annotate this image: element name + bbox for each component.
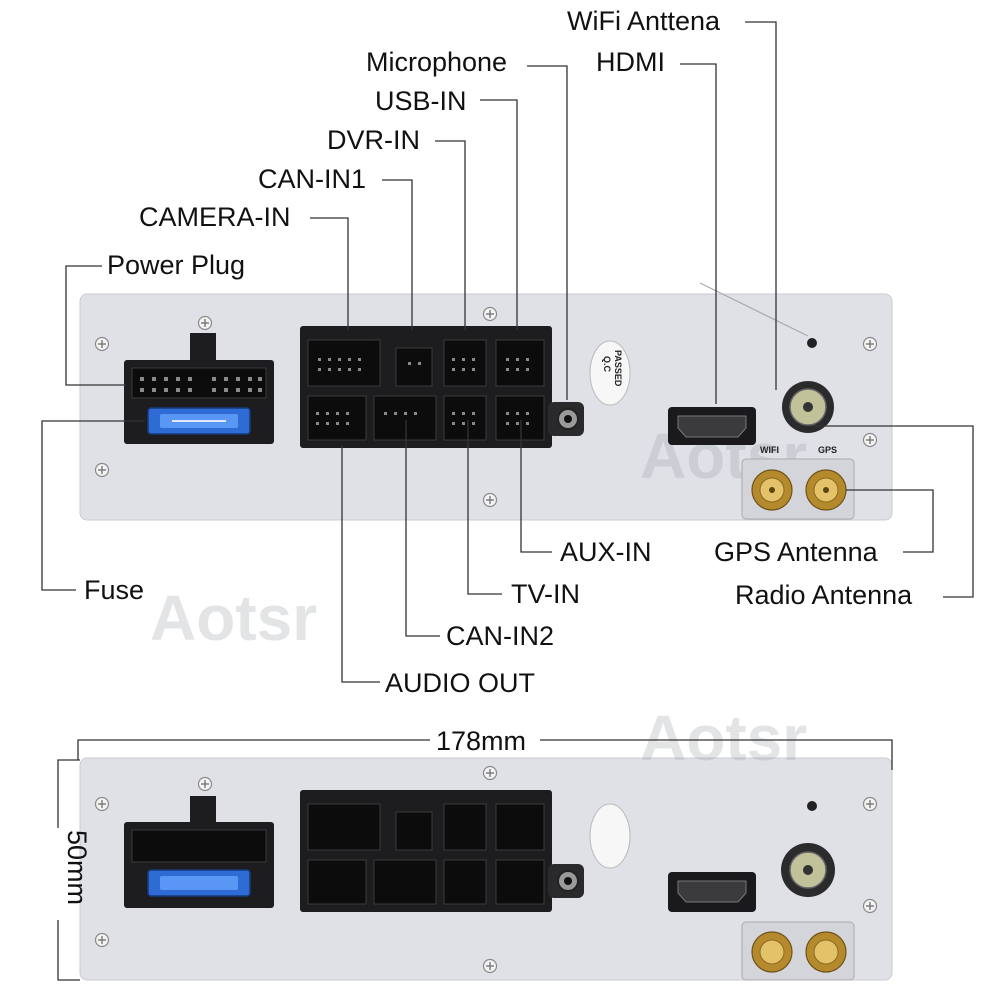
label-dvr-in: DVR-IN [327, 125, 420, 155]
label-can-in2: CAN-IN2 [446, 621, 554, 651]
label-radio-antenna: Radio Antenna [735, 580, 913, 610]
fuse [147, 407, 251, 435]
gps-gold-connector [805, 931, 847, 973]
label-usb-in: USB-IN [375, 86, 467, 116]
width-dimension-line [77, 739, 430, 760]
height-dimension-line [57, 920, 80, 981]
wifi-gold-connector [751, 469, 793, 511]
svg-text:PASSED: PASSED [613, 350, 623, 387]
screw-icon [94, 932, 110, 948]
height-dimension-line [57, 759, 80, 828]
microphone-jack [548, 864, 584, 898]
screw-icon [862, 432, 878, 448]
leader-lines [41, 21, 974, 683]
screw-icon [197, 315, 213, 331]
qc-passed-sticker: Q.C PASSED [589, 340, 631, 406]
wifi-antenna-hole [807, 338, 817, 348]
screw-icon [482, 765, 498, 781]
radio-antenna-socket [781, 843, 835, 897]
screw-icon [94, 796, 110, 812]
svg-text:Q.C: Q.C [602, 356, 612, 373]
screw-icon [482, 492, 498, 508]
label-fuse: Fuse [84, 575, 144, 605]
wifi-gold-connector [751, 931, 793, 973]
qc-passed-sticker [589, 803, 631, 869]
height-dimension: 50mm [62, 830, 92, 905]
top-unit: Aotsr Aotsr [79, 282, 893, 654]
wifi-wire [699, 282, 809, 337]
label-hdmi: HDMI [596, 47, 665, 77]
label-microphone: Microphone [366, 47, 507, 77]
wifi-antenna-hole [807, 801, 817, 811]
wifi-marking: WIFI [760, 445, 779, 455]
microphone-jack [548, 402, 584, 436]
label-tv-in: TV-IN [511, 579, 580, 609]
label-audio-out: AUDIO OUT [385, 668, 535, 698]
label-wifi-antenna: WiFi Anttena [567, 6, 721, 36]
hdmi-port [668, 872, 756, 912]
screw-icon [94, 336, 110, 352]
radio-antenna-socket [782, 381, 834, 433]
main-connector-block [300, 790, 552, 912]
screw-icon [482, 958, 498, 974]
main-connector-block: X6 [300, 326, 552, 448]
screw-icon [482, 306, 498, 322]
hdmi-port [668, 407, 756, 445]
screw-icon [197, 776, 213, 792]
label-aux-in: AUX-IN [560, 537, 652, 567]
label-camera-in: CAMERA-IN [139, 202, 291, 232]
label-power-plug: Power Plug [107, 250, 245, 280]
screw-icon [862, 796, 878, 812]
gps-marking: GPS [818, 445, 837, 455]
watermark-logo: Aotsr [640, 702, 807, 774]
fuse [147, 869, 251, 897]
width-dimension: 178mm [436, 726, 526, 756]
width-dimension-line [540, 739, 893, 770]
screw-icon [862, 336, 878, 352]
bottom-unit: Aotsr [57, 702, 893, 981]
gps-gold-connector [805, 469, 847, 511]
screw-icon [862, 898, 878, 914]
watermark-logo: Aotsr [150, 582, 317, 654]
label-can-in1: CAN-IN1 [258, 164, 366, 194]
label-gps-antenna: GPS Antenna [714, 537, 879, 567]
callout-labels: WiFi Anttena Microphone HDMI USB-IN DVR-… [84, 6, 913, 698]
screw-icon [94, 462, 110, 478]
